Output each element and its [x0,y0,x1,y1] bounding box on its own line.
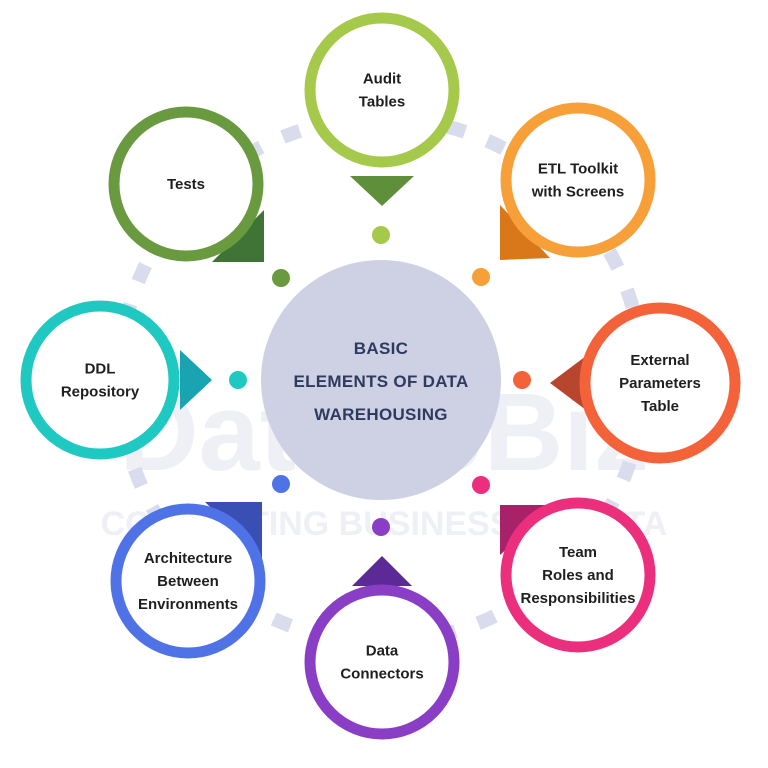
audit-tables-label-line: Audit [363,71,401,88]
etl-toolkit-circle [500,102,656,258]
audit-tables-pointer [350,176,414,206]
ddl-repository-circle [20,300,180,460]
center-title-line: WAREHOUSING [314,405,448,424]
center-title-line: ELEMENTS OF DATA [293,372,468,391]
audit-tables-circle [304,12,460,168]
external-parameters-label-line: Parameters [619,375,701,392]
external-parameters-label-line: External [630,352,689,369]
etl-toolkit-label-line: ETL Toolkit [538,161,618,178]
audit-tables-connector-dot [372,226,390,244]
ddl-repository-label-line: DDL [85,361,116,378]
team-roles-connector-dot [472,476,490,494]
data-connectors-pointer [352,556,412,586]
data-connectors-circle [304,584,460,740]
node-ddl-repository: DDL Repository [20,300,212,460]
team-roles-label-line: Responsibilities [520,590,635,607]
team-roles-circle [500,497,656,653]
center-circle [261,260,501,500]
ddl-repository-connector-dot [229,371,247,389]
connector-dots [229,226,531,536]
audit-tables-label-line: Tables [359,94,405,111]
architecture-label-line: Between [157,573,219,590]
etl-toolkit-label-line: with Screens [531,184,625,201]
tests-label-line: Tests [167,176,205,193]
architecture-label-line: Environments [138,596,238,613]
tests-connector-dot [272,269,290,287]
center-title-line: BASIC [354,339,408,358]
team-roles-label-line: Roles and [542,567,614,584]
architecture-circle [110,503,266,659]
data-connectors-label-line: Connectors [340,666,423,683]
tests-circle [108,106,264,262]
data-connectors-label-line: Data [366,643,399,660]
external-parameters-label-line: Table [641,398,679,415]
external-parameters-circle [579,302,741,464]
node-etl-toolkit: ETL Toolkit with Screens [500,102,656,260]
external-parameters-pointer [550,353,590,413]
architecture-label-line: Architecture [144,550,232,567]
node-tests: Tests [108,106,264,262]
team-roles-label-line: Team [559,544,597,561]
etl-toolkit-connector-dot [472,268,490,286]
center-hub: BASIC ELEMENTS OF DATA WAREHOUSING [261,260,501,500]
ddl-repository-pointer [180,350,212,410]
external-parameters-connector-dot [513,371,531,389]
ddl-repository-label-line: Repository [61,384,140,401]
data-connectors-connector-dot [372,518,390,536]
architecture-connector-dot [272,475,290,493]
